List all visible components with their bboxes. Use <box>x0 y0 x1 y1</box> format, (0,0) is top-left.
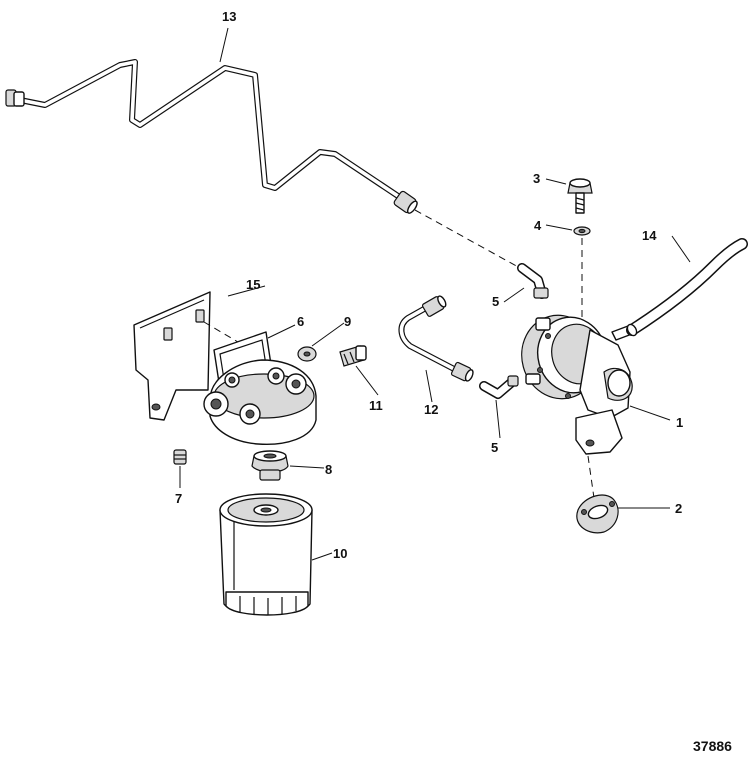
callout-9: 9 <box>344 314 351 329</box>
fuel-pump-1 <box>521 314 633 455</box>
fitting-11 <box>339 345 367 367</box>
callout-14: 14 <box>642 228 657 243</box>
adapter-8 <box>251 450 289 481</box>
leader-lines <box>179 27 691 561</box>
callout-5-upper: 5 <box>492 294 499 309</box>
elbow-fitting-5-upper <box>517 263 549 299</box>
callout-12: 12 <box>424 402 438 417</box>
plug-9 <box>297 346 317 362</box>
callout-3: 3 <box>533 171 540 186</box>
bolt-3 <box>567 178 593 214</box>
callouts: 1 2 3 4 5 5 6 7 8 9 10 11 12 13 14 15 <box>175 9 683 561</box>
fuel-filter-10 <box>219 493 313 616</box>
callout-6: 6 <box>297 314 304 329</box>
callout-5-lower: 5 <box>491 440 498 455</box>
figure-number: 37886 <box>693 738 732 754</box>
callout-13: 13 <box>222 9 236 24</box>
assembly-line <box>414 209 521 269</box>
filter-head-6 <box>203 331 317 445</box>
plug-7 <box>173 449 187 465</box>
bracket-15 <box>133 291 211 421</box>
callout-8: 8 <box>325 462 332 477</box>
callout-11: 11 <box>369 398 383 413</box>
callout-15: 15 <box>246 277 260 292</box>
callout-1: 1 <box>676 415 683 430</box>
callout-2: 2 <box>675 501 682 516</box>
fuel-line-12 <box>398 295 474 382</box>
gasket-2 <box>576 494 619 534</box>
fuel-line-13 <box>5 59 418 214</box>
callout-4: 4 <box>534 218 542 233</box>
elbow-fitting-5-lower <box>479 375 519 399</box>
washer-4 <box>573 226 591 236</box>
callout-10: 10 <box>333 546 347 561</box>
assembly-line <box>203 321 239 343</box>
hose-14 <box>626 238 748 337</box>
callout-7: 7 <box>175 491 182 506</box>
assembly-line <box>587 455 595 499</box>
